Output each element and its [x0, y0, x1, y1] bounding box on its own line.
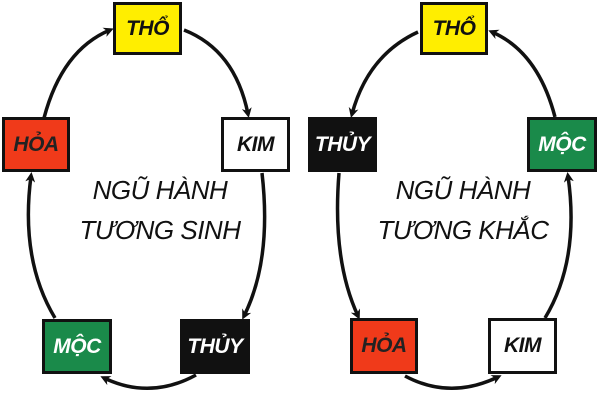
node-label: KIM — [237, 132, 275, 156]
node-hoa: HỎA — [350, 318, 418, 374]
arrow-hoa-to-kim — [404, 374, 502, 390]
arrow-moc-to-hoa — [25, 172, 57, 319]
node-tho: THỔ — [113, 2, 182, 55]
arrow-tho-to-thuy — [348, 30, 419, 118]
node-label: MỘC — [53, 334, 101, 358]
arrow-kim-to-moc — [543, 172, 574, 319]
node-label: HỎA — [13, 132, 59, 156]
title-line-1: NGŨ HÀNH — [92, 175, 228, 205]
arrow-thuy-to-moc — [100, 373, 197, 390]
node-thuy: THỦY — [180, 319, 250, 374]
node-label: HỎA — [361, 334, 407, 357]
node-moc: MỘC — [42, 319, 112, 374]
node-moc: MỘC — [527, 117, 597, 172]
title-line-2: TƯƠNG SINH — [79, 215, 241, 245]
diagram-title: NGŨ HÀNH TƯƠNG KHẮC — [368, 170, 558, 250]
diagram-title: NGŨ HÀNH TƯƠNG SINH — [70, 170, 250, 250]
arrow-thuy-to-hoa — [335, 172, 361, 320]
title-line-2: TƯƠNG KHẮC — [377, 215, 549, 245]
node-label: THỔ — [432, 16, 476, 40]
node-tho: THỔ — [420, 2, 488, 55]
node-label: THỔ — [126, 16, 169, 40]
arrow-tho-to-kim — [183, 28, 252, 118]
title-line-1: NGŨ HÀNH — [395, 175, 531, 205]
arrow-hoa-to-tho — [42, 27, 114, 119]
node-label: THỦY — [314, 132, 371, 156]
node-thuy: THỦY — [308, 117, 377, 172]
arrow-moc-to-tho — [488, 29, 557, 118]
arrow-kim-to-thuy — [242, 172, 267, 320]
node-label: THỦY — [187, 334, 243, 358]
node-label: MỘC — [538, 132, 586, 156]
node-label: KIM — [504, 334, 542, 357]
node-kim: KIM — [488, 318, 557, 374]
node-kim: KIM — [221, 117, 290, 172]
node-hoa: HỎA — [2, 117, 70, 172]
